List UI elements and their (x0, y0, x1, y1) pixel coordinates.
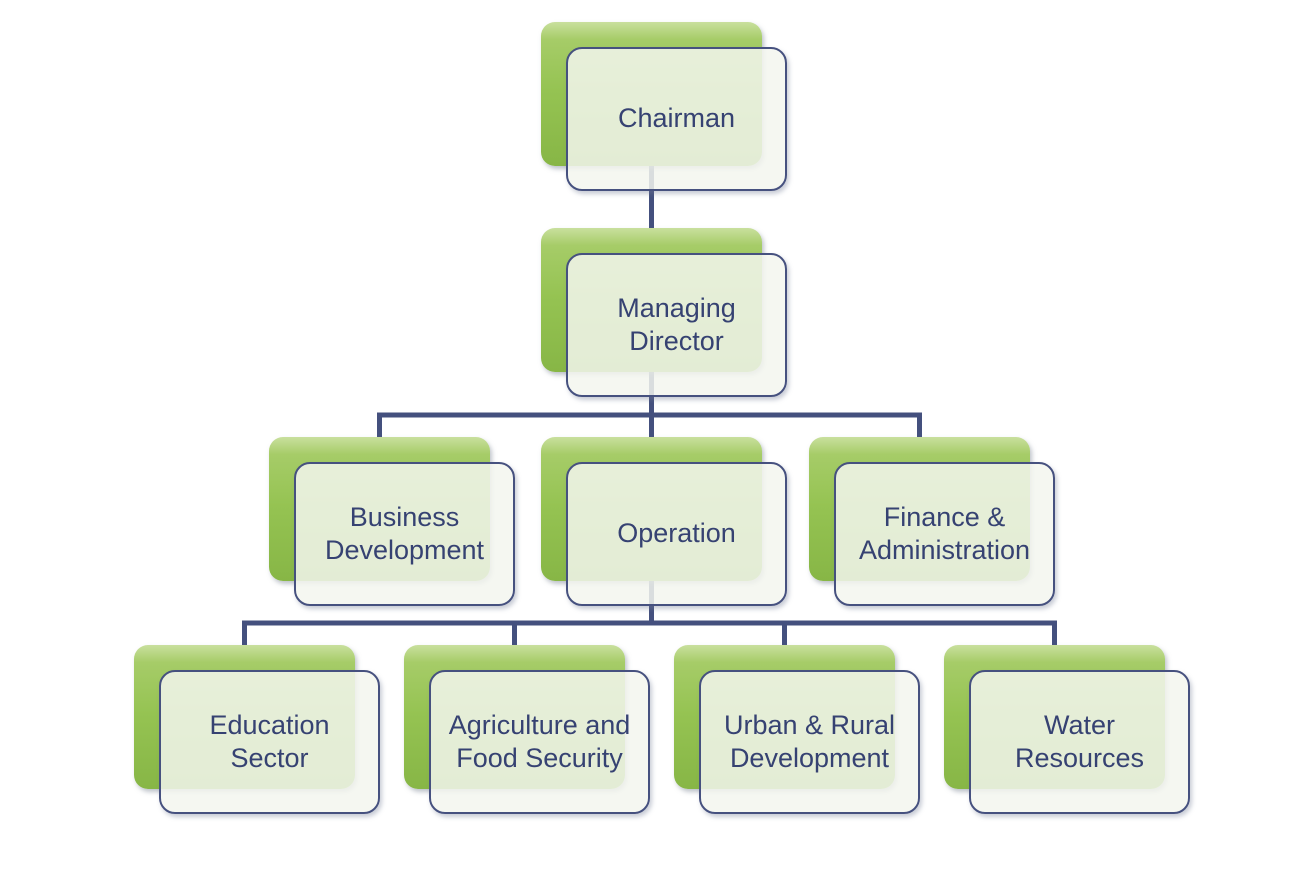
node-label: Finance & Administration (858, 501, 1031, 565)
node-front-panel[interactable]: Education Sector (159, 670, 380, 814)
node-front-panel[interactable]: Managing Director (566, 253, 787, 397)
node-label: Operation (617, 518, 736, 549)
node-label: Education Sector (209, 709, 330, 773)
node-label: Chairman (617, 103, 736, 134)
node-label: Water Resources (1014, 709, 1145, 773)
node-front-panel[interactable]: Water Resources (969, 670, 1190, 814)
node-front-panel[interactable]: Operation (566, 462, 787, 606)
node-front-panel[interactable]: Business Development (294, 462, 515, 606)
node-front-panel[interactable]: Chairman (566, 47, 787, 191)
node-label: Agriculture and Food Security (448, 709, 631, 773)
node-label: Business Development (324, 501, 485, 565)
node-label: Managing Director (617, 292, 736, 356)
org-node-urban-rural-development[interactable]: Urban & Rural Development (674, 645, 920, 814)
node-front-panel[interactable]: Urban & Rural Development (699, 670, 920, 814)
org-node-managing-director[interactable]: Managing Director (541, 228, 787, 397)
org-node-chairman[interactable]: Chairman (541, 22, 787, 191)
connector-level4-bar (242, 620, 1057, 651)
org-node-water-resources[interactable]: Water Resources (944, 645, 1190, 814)
node-front-panel[interactable]: Agriculture and Food Security (429, 670, 650, 814)
org-node-finance-administration[interactable]: Finance & Administration (809, 437, 1055, 606)
org-node-agriculture-food-security[interactable]: Agriculture and Food Security (404, 645, 650, 814)
org-node-operation[interactable]: Operation (541, 437, 787, 606)
org-node-business-development[interactable]: Business Development (269, 437, 515, 606)
org-node-education-sector[interactable]: Education Sector (134, 645, 380, 814)
node-front-panel[interactable]: Finance & Administration (834, 462, 1055, 606)
node-label: Urban & Rural Development (723, 709, 896, 773)
